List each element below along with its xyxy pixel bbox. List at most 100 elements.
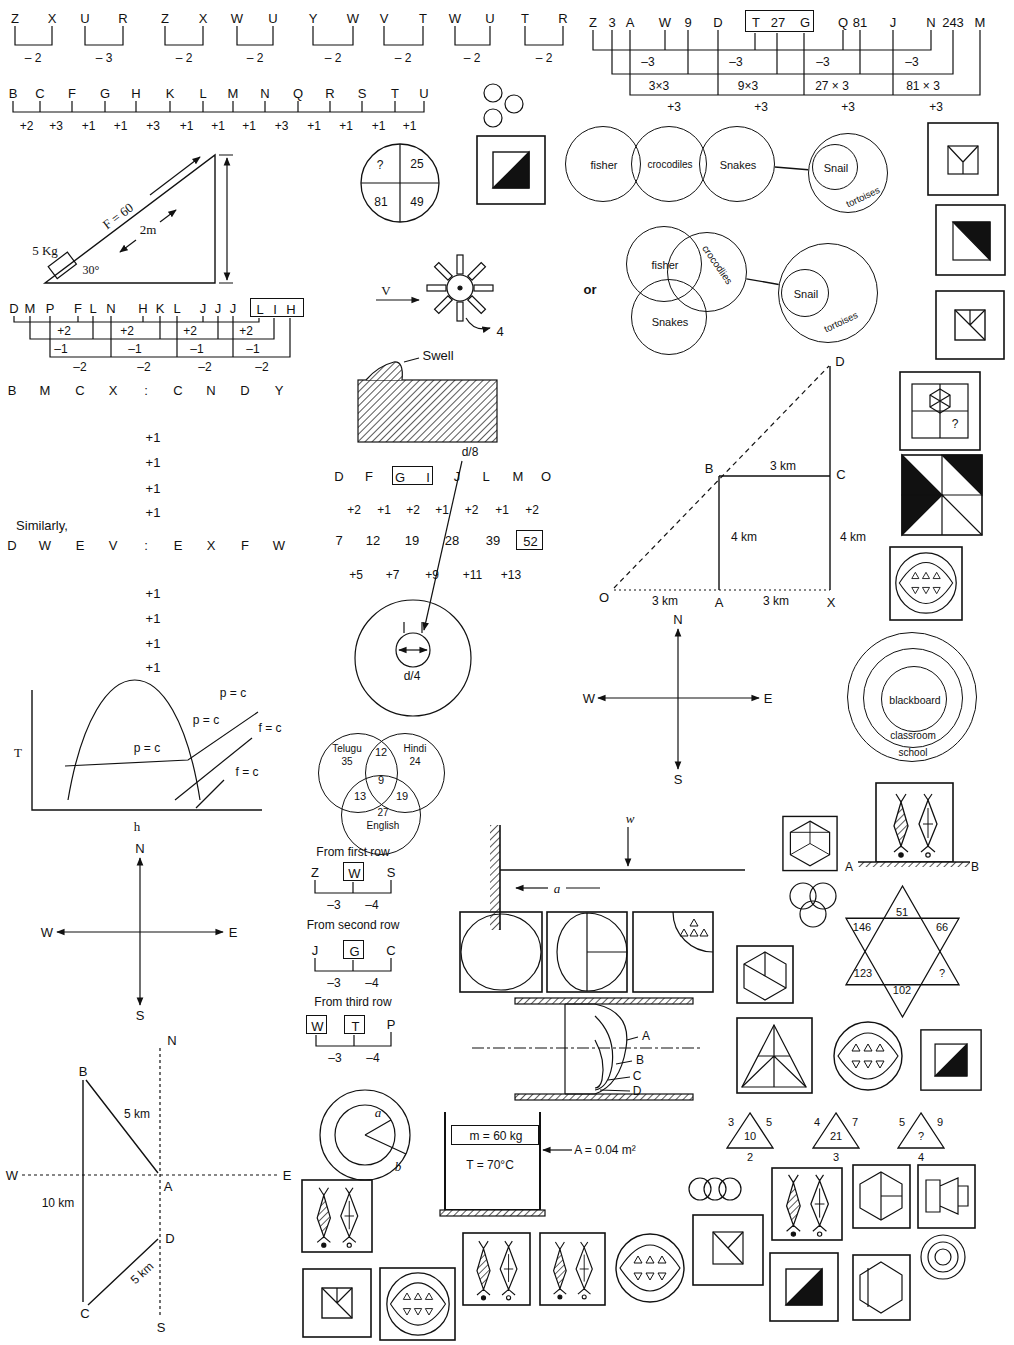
- illustration: [13, 26, 1005, 1340]
- vessel-figure: [445, 1112, 540, 1210]
- diagram-label: N: [135, 842, 144, 855]
- diagram-label: +1: [146, 587, 161, 600]
- diagram-label: O: [541, 470, 551, 483]
- diagram-label: +2: [57, 325, 71, 337]
- diagram-label: R: [118, 12, 127, 25]
- swell-block: [358, 380, 497, 442]
- square-figure: [461, 914, 541, 990]
- diagram-label: From second row: [307, 919, 400, 931]
- node-text: Telugu: [332, 744, 361, 754]
- circle-figure: [396, 633, 430, 667]
- circle-figure: [380, 1268, 455, 1340]
- diagram-label: 10 km: [42, 1197, 75, 1209]
- series-bracket: [15, 26, 563, 45]
- square-figure: [770, 1253, 838, 1321]
- diagram-label: +11: [463, 569, 482, 581]
- node-text: Snail: [794, 289, 818, 300]
- diagram-label: +1: [377, 504, 391, 516]
- diagram-label: W: [41, 926, 53, 939]
- diagram-label: p = c: [134, 742, 160, 754]
- t-h-graph: [65, 712, 258, 766]
- vessel-figure: [440, 1112, 572, 1216]
- square-figure: [460, 912, 542, 992]
- map-figure: [614, 589, 830, 590]
- diagram-label: C: [35, 87, 44, 100]
- diagram-label: M: [228, 87, 239, 100]
- diagram-label: P: [46, 302, 55, 315]
- diagram-label: +3: [841, 101, 855, 113]
- diagram-label: –2: [137, 361, 150, 373]
- square-figure: [953, 222, 990, 260]
- diagram-label: S: [358, 87, 367, 100]
- diagram-label: D: [9, 302, 18, 315]
- compass: [598, 629, 759, 769]
- map-figure: [614, 366, 830, 590]
- square-figure: [900, 372, 980, 450]
- diagram-label: –1: [54, 343, 67, 355]
- diagram-label: 3 km: [652, 595, 678, 607]
- square-figure: [460, 912, 542, 992]
- piston-figure: [595, 1004, 627, 1094]
- diagram-label: +5: [349, 569, 363, 581]
- square-figure: [693, 1215, 763, 1285]
- square-figure: [928, 123, 998, 195]
- diagram-label: 4 km: [731, 531, 757, 543]
- answer-box: T27G: [745, 10, 814, 32]
- beam-figure: [500, 869, 745, 871]
- diagram-label: 3 km: [770, 460, 796, 472]
- diagram-label: A: [845, 861, 853, 873]
- diagram-label: –3: [729, 56, 742, 68]
- venn-circle: 27English: [341, 775, 421, 855]
- square-figure: [547, 912, 627, 992]
- diagram-label: N: [926, 16, 935, 29]
- square-figure: [693, 1215, 763, 1285]
- diagram-label: From third row: [314, 996, 391, 1008]
- fan-figure: [468, 263, 486, 281]
- ring-figure: [719, 1178, 741, 1200]
- node-text: ?: [918, 1131, 924, 1142]
- venn-circle: fisher: [565, 126, 641, 202]
- fan-figure: [435, 296, 453, 314]
- diagram-label: M: [40, 384, 51, 397]
- node-text: 81: [374, 196, 387, 208]
- diagram-label: +1: [307, 120, 321, 132]
- piston-figure: [595, 1040, 603, 1088]
- fan-figure: [376, 255, 493, 329]
- square-figure: [921, 1030, 981, 1090]
- diagram-label: h: [134, 820, 141, 833]
- diagram-label: Z: [161, 12, 169, 25]
- square-figure: [680, 919, 708, 936]
- diagram-label: :: [144, 539, 148, 552]
- t-h-graph: [196, 780, 224, 808]
- node-text: G: [395, 470, 405, 483]
- node-text: T: [352, 1019, 360, 1032]
- circle-figure: [355, 461, 471, 716]
- diagram-label: B: [9, 87, 18, 100]
- diagram-label: +2: [20, 120, 34, 132]
- ground-line: [858, 862, 970, 867]
- node-text: Snail: [824, 163, 848, 174]
- diagram-label: S: [157, 1321, 166, 1334]
- beam-figure: [627, 827, 628, 866]
- node-text: 146: [853, 922, 871, 933]
- diagram-label: –2: [73, 361, 86, 373]
- fan-figure: [427, 285, 446, 291]
- diagram-label: +1: [372, 120, 386, 132]
- diagram-label: +2: [465, 504, 479, 516]
- diagram-label: K: [166, 87, 175, 100]
- number-triangle: 59?4: [896, 1112, 946, 1164]
- diagram-label: L: [199, 87, 206, 100]
- hexagon-figure: [867, 1268, 868, 1307]
- insect-figure: [317, 1188, 358, 1248]
- diagram-label: N: [260, 87, 269, 100]
- diagram-label: J: [454, 470, 461, 483]
- diagram-label: W: [659, 16, 671, 29]
- node-outline: [360, 143, 440, 223]
- square-figure: [929, 124, 997, 192]
- diagram-label: J: [200, 302, 207, 315]
- number-circle: ?258149: [360, 143, 440, 223]
- insect-figure: [787, 1175, 829, 1236]
- venn-circle: classroomblackboard: [863, 648, 963, 748]
- node-text: 5: [899, 1117, 905, 1128]
- number-triangle: 35102: [725, 1112, 775, 1164]
